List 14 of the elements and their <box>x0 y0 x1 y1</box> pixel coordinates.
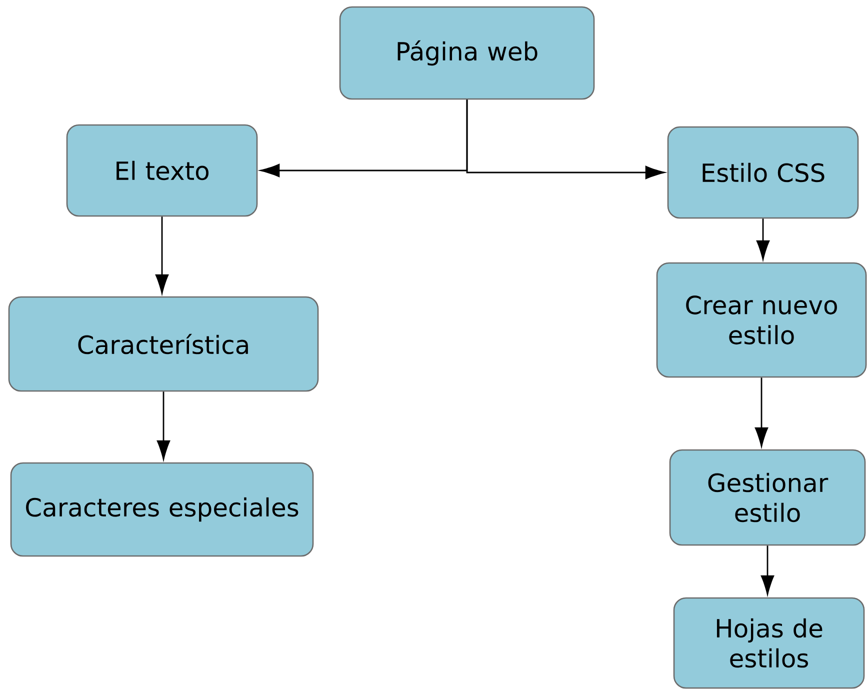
process-box: Estilo CSS <box>667 126 859 219</box>
process-box: Gestionar estilo <box>669 449 866 546</box>
process-box: Caracteres especiales <box>10 462 314 557</box>
arrow <box>466 100 665 180</box>
process-box: Crear nuevo estilo <box>656 262 867 378</box>
arrow <box>760 546 774 595</box>
process-box: El texto <box>66 124 258 217</box>
arrow <box>754 378 768 447</box>
process-box: Hojas de estilos <box>673 597 865 689</box>
arrow <box>756 218 770 260</box>
process-box: Característica <box>8 296 319 392</box>
arrow <box>155 216 169 294</box>
process-box: Página web <box>339 6 595 100</box>
arrow <box>156 392 170 460</box>
